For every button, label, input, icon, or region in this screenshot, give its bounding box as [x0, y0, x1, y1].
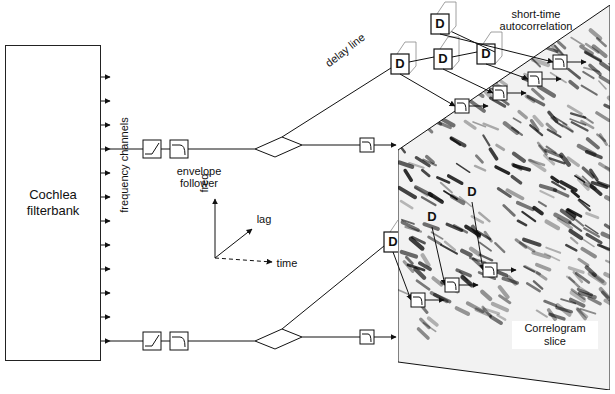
- lowpass-filter: [493, 86, 507, 100]
- delay-label: D: [388, 235, 397, 249]
- time-axis: [215, 258, 272, 262]
- box-title: Cochlea filterbank: [10, 187, 96, 218]
- lowpass-filter: [170, 140, 188, 158]
- rectifier: [143, 332, 161, 350]
- tap-wire: [443, 69, 493, 93]
- tap-wire: [507, 93, 526, 94]
- lag-axis: [215, 229, 252, 258]
- wire: [188, 149, 255, 150]
- lowpass-filter: [455, 99, 469, 113]
- delay-label: D: [435, 17, 444, 31]
- wire: [188, 341, 255, 342]
- tap-wire: [302, 145, 360, 146]
- tap-wire: [567, 62, 586, 63]
- lowpass-filter: [360, 330, 374, 344]
- wire: [161, 341, 170, 342]
- delay-line: [282, 68, 391, 137]
- delay-label: D: [467, 185, 476, 199]
- tap-wire: [440, 34, 553, 62]
- lowpass-filter: [483, 263, 497, 277]
- delay-unit: [434, 49, 452, 69]
- delay-line: [452, 52, 477, 57]
- delay-label: D: [481, 47, 490, 61]
- tap-wire: [425, 300, 444, 301]
- delay-label: D: [395, 57, 404, 71]
- rectifier: [143, 140, 161, 158]
- axis-label: freq: [198, 174, 210, 193]
- panel-caption: Correlogram slice: [512, 321, 598, 349]
- lowpass-filter: [528, 72, 542, 86]
- axis-label: time: [277, 257, 298, 269]
- lowpass-filter: [170, 332, 188, 350]
- freq-axis: [215, 199, 216, 258]
- delay-line: [409, 57, 434, 62]
- lowpass-filter: [360, 138, 374, 152]
- stage-label: delay line: [323, 31, 367, 69]
- tap-wire: [432, 227, 445, 285]
- filterbank-box: Cochlea filterbank: [5, 45, 101, 361]
- tap-splitter: [255, 137, 302, 157]
- tap-wire: [542, 79, 561, 80]
- delay-label: D: [438, 52, 447, 66]
- tap-wire: [302, 337, 360, 338]
- tap-wire: [497, 270, 516, 271]
- tap-splitter: [255, 329, 302, 349]
- channel-label: frequency channels: [118, 117, 130, 212]
- tap-wire: [374, 337, 396, 338]
- tap-wire: [472, 202, 483, 270]
- tap-wire: [400, 74, 455, 106]
- correlogram-panel: Correlogram slice: [398, 5, 610, 390]
- delay-unit: [431, 14, 449, 34]
- tap-wire: [459, 285, 478, 286]
- wire: [161, 149, 170, 150]
- tap-wire: [374, 145, 396, 146]
- tap-wire: [469, 106, 488, 107]
- lowpass-filter: [411, 293, 425, 307]
- lowpass-filter: [445, 278, 459, 292]
- channel-wire: [110, 341, 143, 342]
- lowpass-filter: [553, 55, 567, 69]
- axis-label: lag: [257, 213, 272, 225]
- stage-label: short-time autocorrelation: [490, 8, 582, 32]
- delay-unit: [391, 54, 409, 74]
- tap-wire: [393, 252, 411, 300]
- tap-wire: [486, 64, 528, 79]
- delay-label: D: [427, 210, 436, 224]
